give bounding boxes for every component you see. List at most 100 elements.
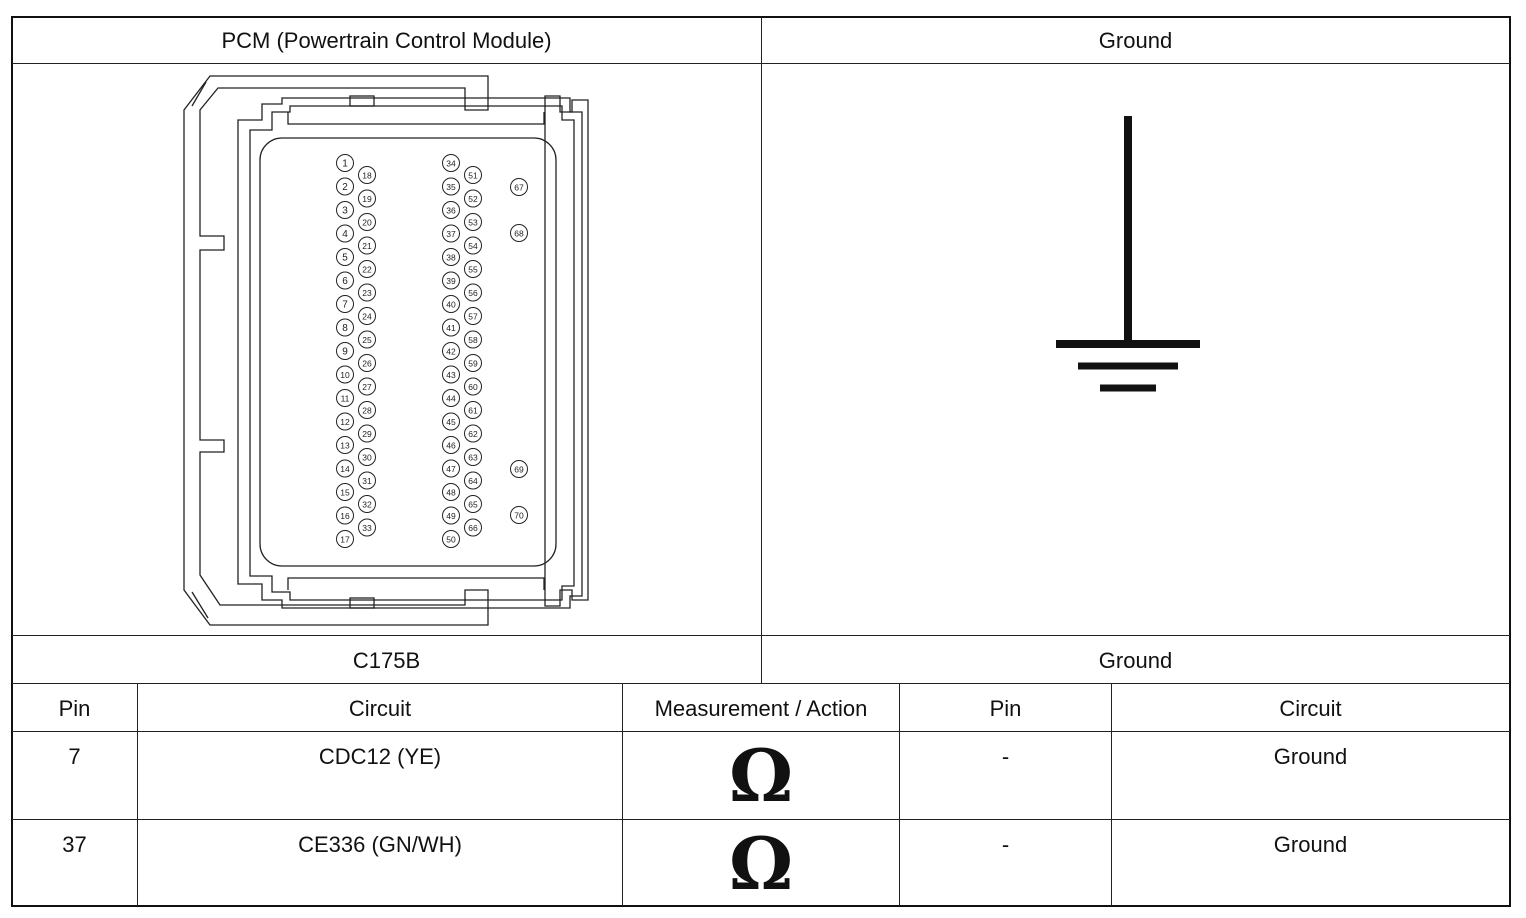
connector-pin-label: 45 [446, 417, 456, 427]
connector-pin-label: 36 [446, 206, 456, 216]
connector-pin [358, 330, 376, 349]
connector-pin [442, 154, 460, 172]
connector-pin-label: 51 [468, 171, 478, 181]
connector-pin-label: 43 [446, 370, 456, 380]
connector-pin-label: 3 [342, 206, 348, 217]
connector-pin [442, 224, 460, 243]
connector-pin-label: 60 [468, 382, 478, 392]
connector-pin [336, 295, 354, 313]
connector-pin-label: 33 [362, 523, 372, 533]
connector-pin [336, 483, 354, 501]
connector-pin-label: 69 [514, 465, 524, 475]
connector-pin-label: 4 [342, 229, 348, 240]
connector-pin-label: 32 [362, 500, 372, 510]
connector-pin-label: 23 [362, 288, 372, 298]
ground-label: Ground [1098, 648, 1173, 673]
connector-pin-label: 12 [340, 417, 350, 427]
connector-pin [358, 471, 376, 490]
connector-pin-label: 14 [340, 464, 350, 474]
connector-pin-label: 54 [468, 241, 478, 251]
row2-circuit2: Ground [1273, 832, 1348, 857]
connector-pin [442, 365, 460, 384]
connector-pin-label: 49 [446, 511, 456, 521]
connector-pin-label: 67 [514, 183, 524, 193]
connector-pin [464, 330, 482, 349]
col-header-circuit: Circuit [348, 696, 412, 721]
connector-pin-label: 25 [362, 335, 372, 345]
connector-pin [442, 389, 460, 407]
connector-pin [442, 295, 460, 313]
connector-pin-label: 16 [340, 511, 350, 521]
connector-pin-label: 40 [446, 300, 456, 310]
connector-pin [358, 401, 376, 419]
connector-pin-label: 20 [362, 218, 372, 228]
connector-pin [358, 307, 376, 325]
connector-pin-label: 55 [468, 265, 478, 275]
connector-pin [336, 342, 354, 360]
connector-pin [358, 260, 376, 278]
row1-pin: 7 [68, 744, 81, 769]
connector-pin [336, 201, 354, 219]
connector-pin [464, 448, 482, 466]
connector-pin-label: 27 [362, 382, 372, 392]
connector-pin-label: 68 [514, 229, 524, 239]
connector-pin [442, 483, 460, 501]
row2-pin2: - [1001, 832, 1010, 857]
col-header-pin2: Pin [989, 696, 1022, 721]
connector-pin [464, 283, 482, 302]
connector-pin [442, 318, 460, 337]
connector-pin [442, 530, 460, 548]
connector-pin-label: 17 [340, 535, 350, 545]
connector-pin-label: 62 [468, 429, 478, 439]
ohm-icon: Ω [728, 821, 794, 906]
connector-pin-label: 58 [468, 335, 478, 345]
connector-pin [442, 459, 460, 478]
connector-pin-label: 47 [446, 464, 456, 474]
connector-pin [336, 389, 354, 407]
rule-col2 [622, 684, 623, 906]
connector-pin [464, 189, 482, 208]
connector-pin [464, 236, 482, 255]
connector-pin-label: 15 [340, 488, 350, 498]
connector-pin [336, 459, 354, 478]
connector-pin [358, 283, 376, 302]
connector-pin-label: 1 [342, 159, 348, 170]
connector-pin [442, 342, 460, 360]
ground-symbol-icon [1056, 116, 1200, 392]
connector-pin [464, 260, 482, 278]
connector-pin [336, 224, 354, 243]
connector-pin [336, 318, 354, 337]
col-header-circuit2: Circuit [1279, 696, 1342, 721]
connector-pin-label: 22 [362, 265, 372, 275]
connector-pin-label: 37 [446, 229, 456, 239]
connector-pin-label: 18 [362, 171, 372, 181]
connector-pin [358, 518, 376, 537]
connector-pin [510, 460, 528, 478]
connector-pin-label: 53 [468, 218, 478, 228]
connector-pin [358, 166, 376, 184]
connector-pin [336, 177, 354, 196]
row1-circuit: CDC12 (YE) [318, 744, 442, 769]
row2-pin: 37 [62, 832, 87, 857]
connector-pin-label: 65 [468, 500, 478, 510]
row1-pin2: - [1001, 744, 1010, 769]
row1-circuit2: Ground [1273, 744, 1348, 769]
ohm-icon: Ω [728, 733, 794, 818]
connector-pin [336, 506, 354, 525]
connector-pin-label: 31 [362, 476, 372, 486]
connector-pin-label: 63 [468, 453, 478, 463]
connector-pin [336, 412, 354, 431]
connector-pin [336, 271, 354, 290]
connector-pin-label: 13 [340, 441, 350, 451]
connector-pin-label: 34 [446, 159, 456, 169]
connector-pin-label: 59 [468, 359, 478, 369]
connector-pin [464, 518, 482, 537]
connector-pin [358, 424, 376, 443]
row2-circuit: CE336 (GN/WH) [298, 832, 462, 857]
connector-pin-label: 8 [342, 323, 348, 334]
connector-pin-label: 7 [342, 300, 348, 311]
connector-pin-label: 26 [362, 359, 372, 369]
connector-pin-label: 9 [342, 347, 348, 358]
connector-pin-label: 48 [446, 488, 456, 498]
header-ground: Ground [1098, 28, 1173, 53]
